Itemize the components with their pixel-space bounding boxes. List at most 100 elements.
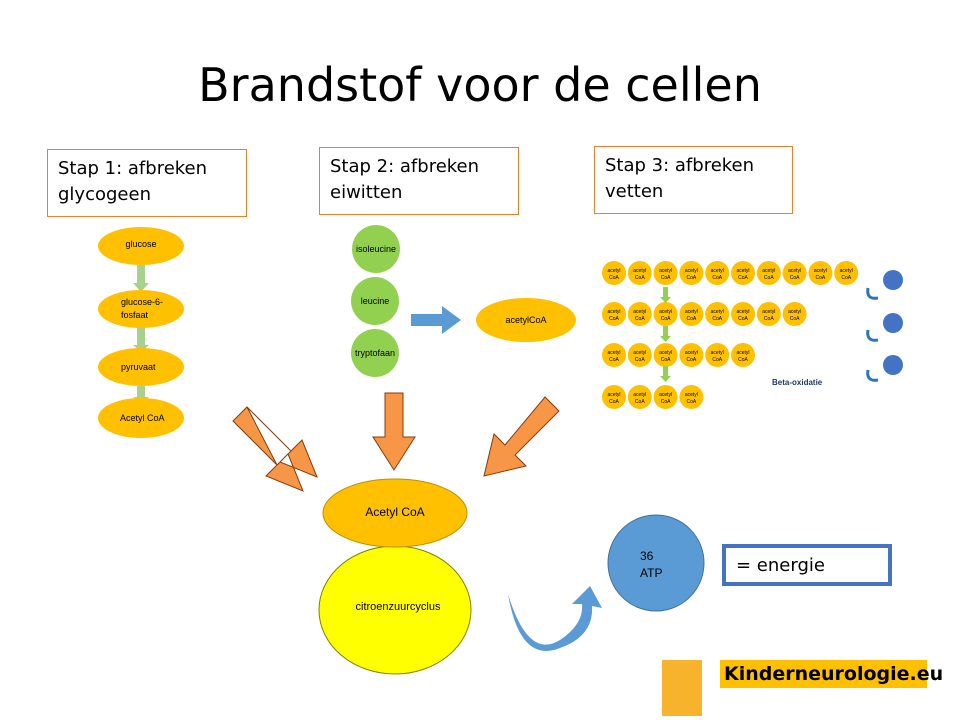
fat-unit [705, 261, 730, 285]
acetyl-coa-node-1 [98, 398, 184, 438]
step-3-box: Stap 3: afbreken vetten [594, 146, 793, 214]
fat-unit [731, 343, 755, 367]
big-arrows [232, 392, 560, 492]
tryptofaan-node [351, 329, 399, 377]
fat-unit-label: CoA [687, 399, 697, 405]
fat-unit-label: CoA [738, 357, 748, 363]
fat-unit-label: CoA [764, 275, 774, 281]
fat-unit-label: acetyl [840, 268, 853, 274]
isoleucine-label: isoleucine [356, 244, 396, 254]
fat-unit-label: CoA [609, 357, 619, 363]
fat-unit-label: acetyl [736, 268, 749, 274]
protein-arrow [411, 306, 461, 334]
release-curve-2 [866, 329, 879, 342]
arrow-middle [372, 392, 416, 471]
energy-box: = energie [722, 544, 892, 586]
fat-units: acetylCoAacetylCoAacetylCoAacetylCoAacet… [602, 261, 859, 409]
fat-unit-label: CoA [816, 275, 826, 281]
fat-unit-label: acetyl [659, 392, 672, 398]
fat-unit-label: acetyl [711, 268, 724, 274]
fat-unit-label: CoA [764, 316, 774, 322]
atp-count: 36 [640, 549, 654, 563]
citric-cycle-label: citroenzuurcyclus [356, 601, 441, 613]
fat-unit [602, 343, 626, 367]
fat-unit-label: CoA [661, 316, 671, 322]
fat-unit-label: acetyl [685, 392, 698, 398]
beta-arrow-2-head [660, 336, 671, 342]
fat-unit [602, 261, 626, 285]
fat-unit-label: acetyl [685, 268, 698, 274]
fat-unit [653, 302, 678, 326]
fat-unit-label: acetyl [762, 309, 775, 315]
beta-arrow-1 [663, 287, 668, 299]
acetylcoa-label: acetylCoA [505, 315, 546, 325]
logo-text: Kinderneurologie.eu [720, 660, 943, 688]
beta-oxidatie-label: Beta-oxidatie [772, 378, 823, 387]
fat-unit-label: CoA [661, 357, 671, 363]
fat-unit [731, 302, 755, 326]
fat-unit [653, 343, 678, 367]
atp-label: 36 ATP [640, 548, 662, 582]
amino-acids: isoleucine leucine tryptofaan acetylCoA [351, 225, 576, 377]
fat-unit [705, 302, 730, 326]
logo-icon [662, 660, 702, 716]
fat-unit [782, 302, 807, 326]
acetylcoa-node [476, 298, 576, 342]
fat-unit-label: acetyl [711, 309, 724, 315]
released-dot-3 [883, 355, 903, 375]
fat-unit-label: CoA [687, 357, 697, 363]
beta-oxidation-arrows [660, 287, 671, 382]
fat-unit-label: CoA [635, 275, 645, 281]
released-dot-2 [883, 313, 903, 333]
fat-unit-label: acetyl [659, 350, 672, 356]
chain-arrow-2 [137, 327, 145, 347]
step-2-line1: Stap 2: afbreken [330, 156, 480, 177]
release-curve-1 [866, 287, 879, 300]
fat-unit [679, 261, 704, 285]
fat-unit [756, 302, 781, 326]
fat-unit [602, 302, 626, 326]
fat-unit-label: CoA [635, 316, 645, 322]
acetyl-coa-center-label: Acetyl CoA [365, 505, 424, 519]
beta-arrow-3 [663, 366, 668, 378]
fat-unit [679, 302, 704, 326]
glucose-node [98, 227, 184, 265]
fat-unit-label: CoA [687, 275, 697, 281]
step-3-line1: Stap 3: afbreken [605, 155, 755, 176]
fat-unit [627, 385, 652, 409]
atp-circle [607, 514, 705, 612]
fat-unit-label: acetyl [607, 392, 620, 398]
fat-unit [731, 261, 755, 285]
fat-unit-label: acetyl [659, 309, 672, 315]
leucine-label: leucine [361, 296, 390, 306]
fat-unit-label: CoA [790, 275, 800, 281]
glucose-label: glucose [125, 239, 156, 249]
acetyl-coa-label-1: Acetyl CoA [120, 413, 165, 423]
isoleucine-node [352, 225, 400, 273]
fat-unit-label: CoA [712, 316, 722, 322]
fat-unit-label: CoA [738, 275, 748, 281]
step-1-line1: Stap 1: afbreken [58, 158, 208, 179]
fat-unit [627, 261, 652, 285]
fat-unit [756, 261, 781, 285]
step-1-box: Stap 1: afbreken glycogeen [47, 149, 247, 217]
fat-unit-label: acetyl [633, 309, 646, 315]
fat-unit-label: CoA [609, 399, 619, 405]
fat-unit-label: acetyl [788, 309, 801, 315]
released-dot-1 [883, 270, 903, 290]
released-units [866, 270, 903, 382]
fat-unit-label: acetyl [607, 350, 620, 356]
chain-arrow-1-head [133, 283, 149, 292]
fat-unit-label: CoA [687, 316, 697, 322]
leucine-node [351, 277, 399, 325]
step-2-box: Stap 2: afbreken eiwitten [319, 147, 519, 215]
fat-unit-label: acetyl [633, 392, 646, 398]
curved-arrow [508, 586, 602, 651]
fat-unit-label: CoA [841, 275, 851, 281]
fat-unit-label: CoA [712, 275, 722, 281]
fat-unit-label: acetyl [607, 309, 620, 315]
fat-unit-label: acetyl [607, 268, 620, 274]
pyruvaat-label: pyruvaat [121, 362, 156, 372]
fat-unit [653, 385, 678, 409]
fat-unit-label: CoA [712, 357, 722, 363]
